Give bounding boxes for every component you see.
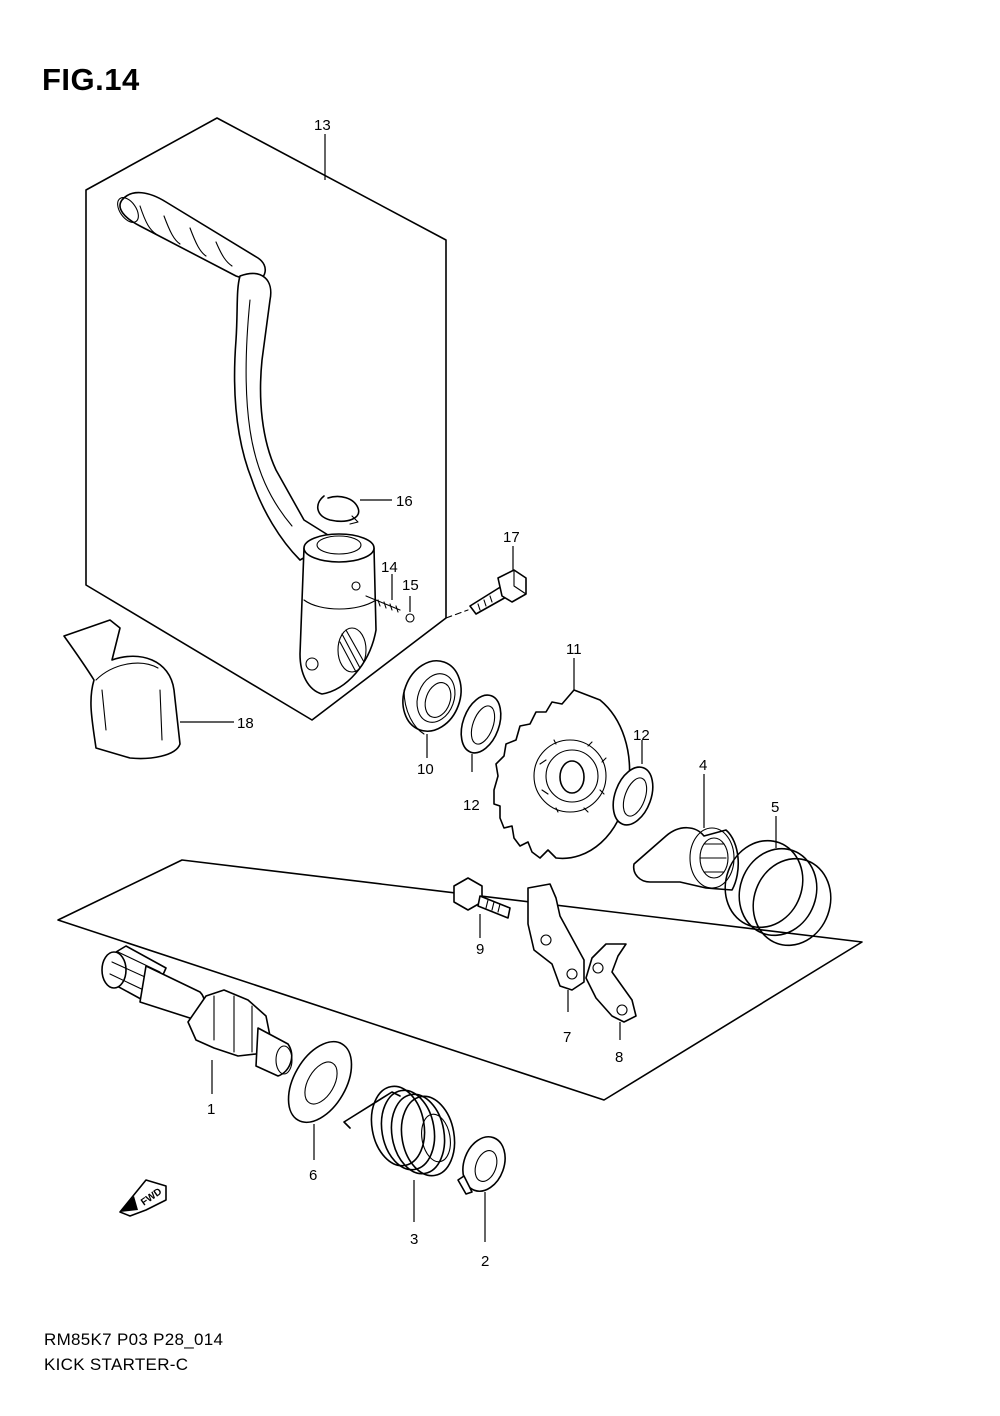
callout-8: 8 bbox=[615, 1049, 623, 1066]
ratchet-guide-part bbox=[527, 883, 585, 991]
steel-ball-part bbox=[405, 613, 415, 623]
callout-4: 4 bbox=[699, 757, 707, 774]
lever-pin-part bbox=[365, 595, 401, 613]
callout-15: 15 bbox=[402, 577, 419, 594]
figure-title: FIG.14 bbox=[42, 62, 140, 97]
callout-16: 16 bbox=[396, 493, 413, 510]
callout-1: 1 bbox=[207, 1101, 215, 1118]
shaft-circlip-part bbox=[457, 1136, 506, 1195]
callout-13: 13 bbox=[314, 117, 331, 134]
lever-bolt-part bbox=[469, 569, 527, 615]
kick-idle-gear-part bbox=[493, 689, 631, 860]
shaft-washer-part bbox=[287, 1040, 353, 1124]
kick-lever-part bbox=[117, 191, 377, 695]
callout-12b: 12 bbox=[633, 727, 650, 744]
ratchet-spring-part bbox=[724, 839, 832, 947]
callout-6: 6 bbox=[309, 1167, 317, 1184]
ratchet-part bbox=[632, 826, 740, 891]
oil-seal-part bbox=[402, 660, 462, 735]
footer-name: KICK STARTER-C bbox=[44, 1355, 189, 1374]
shaft-assembly-box bbox=[57, 859, 863, 1101]
callout-2: 2 bbox=[481, 1253, 489, 1270]
kick-shaft-part bbox=[101, 945, 293, 1077]
circlip-part bbox=[317, 495, 360, 523]
thrust-washer-right-part bbox=[612, 766, 654, 826]
callout-10: 10 bbox=[417, 761, 434, 778]
callout-12a: 12 bbox=[463, 797, 480, 814]
return-spring-part bbox=[343, 1085, 456, 1177]
footer-code: RM85K7 P03 P28_014 bbox=[44, 1330, 224, 1349]
fwd-direction-icon: FWD bbox=[119, 1179, 167, 1217]
callout-3: 3 bbox=[410, 1231, 418, 1248]
callout-17: 17 bbox=[503, 529, 520, 546]
callout-9: 9 bbox=[476, 941, 484, 958]
stopper-plate-part bbox=[585, 943, 637, 1023]
guide-bolt-part bbox=[453, 877, 511, 919]
thrust-washer-left-part bbox=[460, 694, 502, 754]
callout-18: 18 bbox=[237, 715, 254, 732]
callout-7: 7 bbox=[563, 1029, 571, 1046]
callout-14: 14 bbox=[381, 559, 398, 576]
callout-11: 11 bbox=[566, 641, 582, 658]
lever-cover-part bbox=[63, 619, 181, 760]
callout-5: 5 bbox=[771, 799, 779, 816]
